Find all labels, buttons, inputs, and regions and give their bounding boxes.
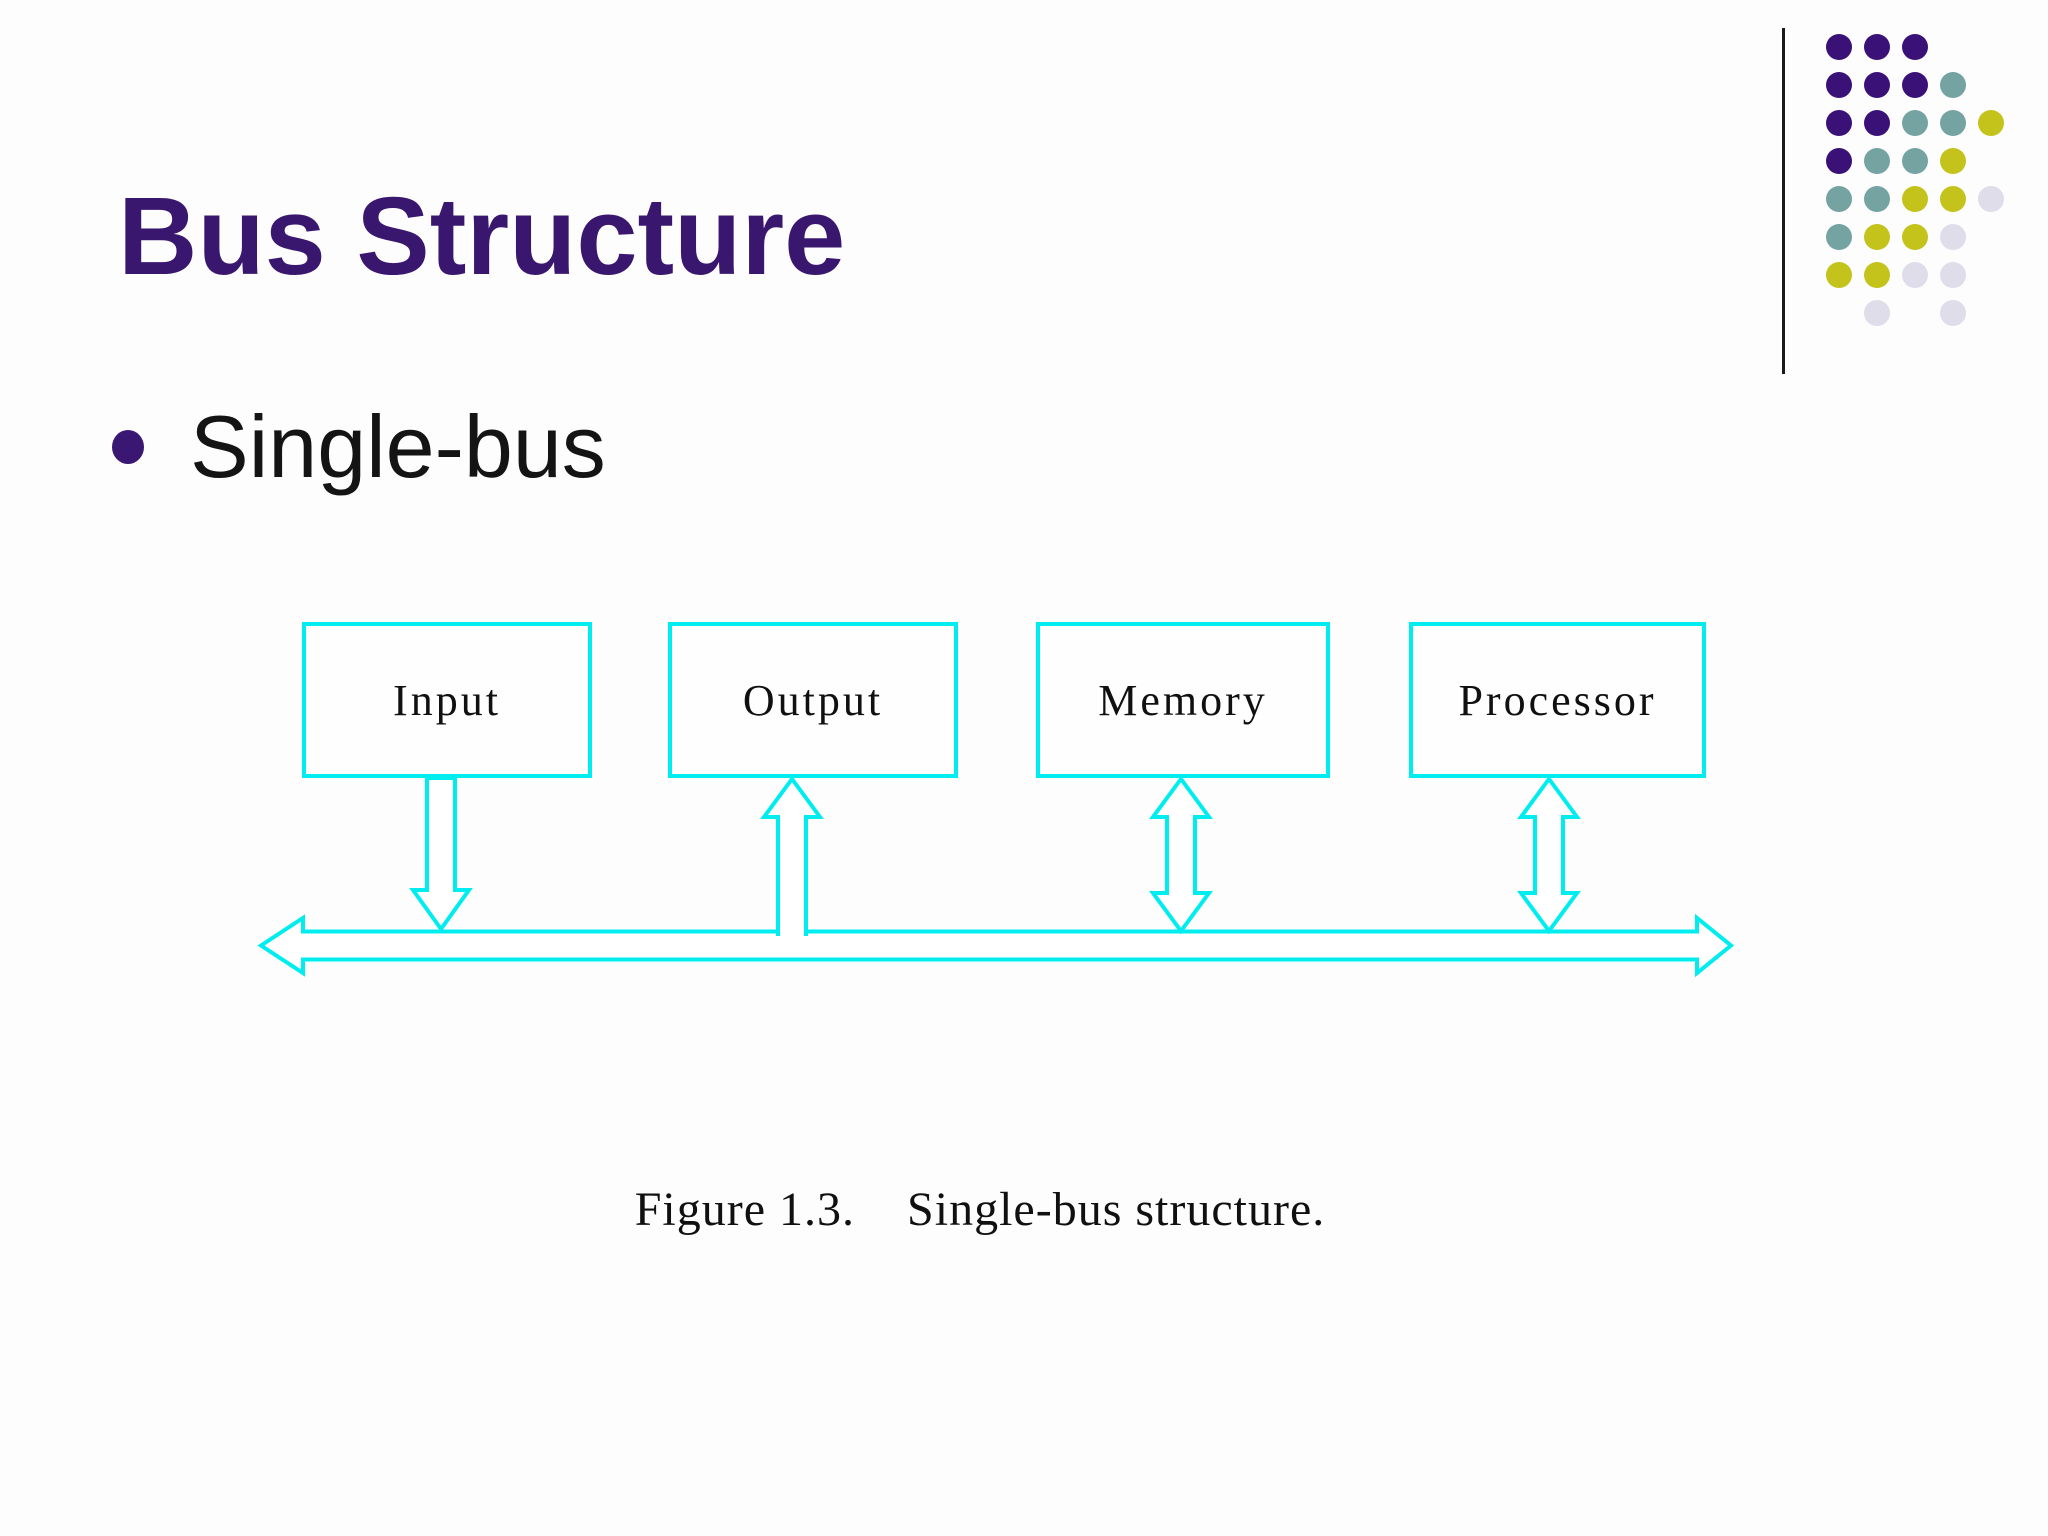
decorative-dot [1826,34,1852,60]
decorative-dot [1864,34,1890,60]
figure-caption-number: Figure 1.3. [634,1183,856,1236]
memory-bus-arrow-both [1149,775,1213,935]
decorative-dot [1902,34,1928,60]
bullet-text: Single-bus [190,397,606,496]
diagram-box-memory-label: Memory [1098,675,1268,725]
decorative-dot [1902,110,1928,136]
dot-pattern [1826,34,2046,354]
decorative-dot [1826,72,1852,98]
bus-to-output-arrow-up [760,775,824,936]
decorative-dot [1864,262,1890,288]
decorative-dot [1826,186,1852,212]
decorative-dot [1940,224,1966,250]
decorative-dot [1940,186,1966,212]
diagram-box-memory: Memory [1036,622,1330,778]
diagram-box-input: Input [302,622,592,778]
diagram-box-output: Output [668,622,958,778]
decorative-dot [1864,300,1890,326]
slide-title: Bus Structure [118,175,846,298]
diagram-box-output-label: Output [742,675,884,725]
decorative-dot [1940,72,1966,98]
decorative-dot [1864,72,1890,98]
processor-bus-arrow-both [1517,775,1581,935]
decorative-dot [1864,186,1890,212]
decorative-dot [1826,148,1852,174]
diagram-box-processor: Processor [1409,622,1706,778]
decorative-dot [1902,262,1928,288]
decorative-dot [1940,262,1966,288]
bullet-item: Single-bus [112,392,606,502]
decorative-dot [1864,110,1890,136]
decoration-vertical-line [1782,28,1785,374]
decorative-dot [1902,186,1928,212]
decorative-dot [1826,110,1852,136]
decorative-dot [1902,72,1928,98]
bullet-icon [112,430,144,464]
decorative-dot [1826,262,1852,288]
decorative-dot [1978,186,2004,212]
diagram-box-input-label: Input [393,675,501,725]
decorative-dot [1864,148,1890,174]
decorative-dot [1940,110,1966,136]
figure-caption: Figure 1.3. Single-bus structure. [0,1182,1960,1237]
decorative-dot [1826,224,1852,250]
figure-caption-text: Single-bus structure. [907,1183,1326,1236]
decorative-dot [1902,148,1928,174]
decorative-dot [1978,110,2004,136]
decorative-dot [1864,224,1890,250]
diagram-box-processor-label: Processor [1458,675,1657,725]
bus-arrow [257,913,1735,978]
decorative-dot [1940,148,1966,174]
decorative-dot [1902,224,1928,250]
input-to-bus-arrow-down [409,776,473,933]
bus-to-output-arrow-fill [764,779,820,940]
decorative-dot [1940,300,1966,326]
